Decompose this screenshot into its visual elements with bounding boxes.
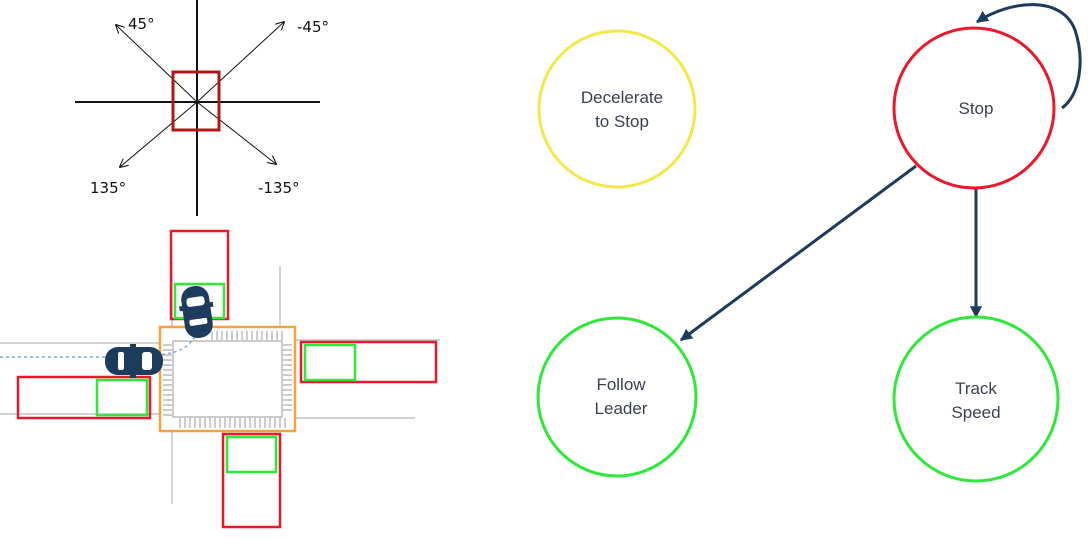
car-north-icon bbox=[179, 285, 214, 339]
arrow-45 bbox=[116, 25, 198, 103]
state-follow-label-2: Leader bbox=[595, 399, 648, 418]
state-machine: Decelerate to Stop Stop Follow Leader Tr… bbox=[536, 3, 1082, 483]
carbox-south bbox=[225, 435, 278, 474]
arrow-neg45 bbox=[196, 22, 284, 103]
state-follow-leader bbox=[536, 316, 698, 478]
carbox-east bbox=[303, 343, 357, 382]
edge-stop-to-follow-leader bbox=[680, 164, 917, 342]
state-track-speed bbox=[892, 315, 1060, 483]
state-decelerate-label-1: Decelerate bbox=[581, 88, 663, 107]
label-45: 45° bbox=[128, 15, 155, 33]
zone-west bbox=[16, 375, 152, 420]
ego-path bbox=[0, 323, 199, 358]
junction-inner bbox=[172, 340, 283, 418]
arrow-neg135 bbox=[196, 101, 276, 164]
zone-south bbox=[221, 432, 282, 529]
state-stop-label: Stop bbox=[959, 99, 994, 118]
edge-stop-to-stop bbox=[976, 3, 1082, 110]
state-stop bbox=[892, 26, 1056, 190]
junction-zone bbox=[158, 325, 297, 433]
state-track-label-1: Track bbox=[955, 379, 997, 398]
state-follow-label-1: Follow bbox=[596, 375, 646, 394]
carbox-west bbox=[95, 378, 149, 417]
state-decelerate-label-2: to Stop bbox=[595, 112, 649, 131]
arrow-135 bbox=[120, 101, 198, 167]
state-track-label-2: Speed bbox=[951, 403, 1000, 422]
label-135: 135° bbox=[90, 179, 126, 197]
car-west-icon bbox=[105, 344, 163, 378]
crosswalks bbox=[163, 331, 292, 428]
intersection-diagram bbox=[0, 229, 440, 529]
zone-east bbox=[299, 340, 438, 384]
angle-legend: 45° -45° 135° -135° bbox=[75, 0, 329, 216]
ego-vehicle-box bbox=[171, 70, 221, 132]
label-neg45: -45° bbox=[297, 18, 329, 36]
label-neg135: -135° bbox=[258, 179, 300, 197]
state-decelerate-to-stop bbox=[537, 29, 697, 189]
